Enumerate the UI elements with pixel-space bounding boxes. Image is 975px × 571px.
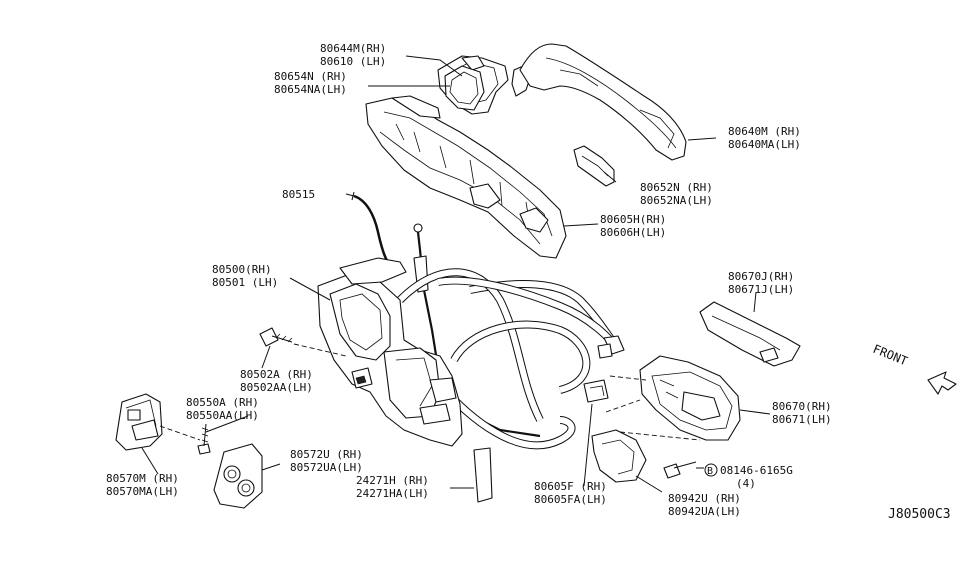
callout-lh: 80640MA(LH) — [728, 138, 801, 151]
cables — [397, 223, 625, 450]
rod-part — [353, 194, 393, 269]
callout-rh: 80572U (RH) — [290, 448, 363, 461]
callout-80550A: 80550A (RH) 80550AA(LH) — [186, 396, 259, 422]
callout-lh: 80610 (LH) — [320, 55, 386, 68]
callout-lh: 80550AA(LH) — [186, 409, 259, 422]
callout-80942U: 80942U (RH) 80942UA(LH) — [668, 492, 741, 518]
callout-24271H: 24271H (RH) 24271HA(LH) — [356, 474, 429, 500]
callout-80640M: 80640M (RH) 80640MA(LH) — [728, 125, 801, 151]
bolt-part — [259, 327, 293, 347]
screw-part — [197, 423, 211, 455]
callout-80652N: 80652N (RH) 80652NA(LH) — [640, 181, 713, 207]
callout-80502A: 80502A (RH) 80502AA(LH) — [240, 368, 313, 394]
callout-part-no: 80515 — [282, 188, 315, 201]
bolt-08146-part — [663, 461, 697, 479]
callout-marker: B — [707, 466, 713, 477]
callout-lh: 80605FA(LH) — [534, 493, 607, 506]
callout-rh: 80654N (RH) — [274, 70, 347, 83]
callout-rh: 80670(RH) — [772, 400, 832, 413]
handle-gasket-part — [444, 65, 485, 111]
callout-80605H: 80605H(RH) 80606H(LH) — [600, 213, 666, 239]
inside-handle-part — [639, 355, 741, 441]
callout-lh: 80654NA(LH) — [274, 83, 347, 96]
callout-80654N: 80654N (RH) 80654NA(LH) — [274, 70, 347, 96]
striker-cover-part — [213, 443, 263, 509]
callout-80644M: 80644M(RH) 80610 (LH) — [320, 42, 386, 68]
callout-rh: 80942U (RH) — [668, 492, 741, 505]
bolt-marker-circle — [704, 463, 718, 477]
handle-bracket-part — [573, 145, 615, 187]
callout-rh: 80500(RH) — [212, 263, 272, 276]
label-sheet-part — [473, 447, 493, 503]
striker-part — [115, 393, 163, 451]
callout-80605F: 80605F (RH) 80605FA(LH) — [534, 480, 607, 506]
callout-lh: 80502AA(LH) — [240, 381, 313, 394]
callout-lh: 80572UA(LH) — [290, 461, 363, 474]
callout-rh: 80570M (RH) — [106, 472, 179, 485]
inside-handle-trim-part — [699, 301, 801, 367]
callout-80670: 80670(RH) 80671(LH) — [772, 400, 832, 426]
callout-lh: 80570MA(LH) — [106, 485, 179, 498]
callout-rh: 80644M(RH) — [320, 42, 386, 55]
front-label: FRONT — [871, 342, 910, 369]
callout-lh: 80652NA(LH) — [640, 194, 713, 207]
cable-clip-part — [583, 379, 609, 403]
callout-rh: 80502A (RH) — [240, 368, 313, 381]
callout-rh: 80605F (RH) — [534, 480, 607, 493]
diagram-id: J80500C3 — [888, 507, 951, 522]
callout-part-no: 08146-6165G — [720, 464, 793, 477]
callout-80572U: 80572U (RH) 80572UA(LH) — [290, 448, 363, 474]
callout-lh: 80942UA(LH) — [668, 505, 741, 518]
callout-08146-6165G: B 08146-6165G (4) — [704, 463, 793, 490]
callout-rh: 80550A (RH) — [186, 396, 259, 409]
callout-lh: 24271HA(LH) — [356, 487, 429, 500]
callout-lh: 80671J(LH) — [728, 283, 794, 296]
door-lock-actuator-part — [317, 257, 463, 447]
callout-80670J: 80670J(RH) 80671J(LH) — [728, 270, 794, 296]
callout-80515: 80515 — [282, 188, 315, 201]
callout-rh: 24271H (RH) — [356, 474, 429, 487]
handle-frame-part — [365, 95, 567, 259]
callout-lh: 80606H(LH) — [600, 226, 666, 239]
callout-lh: 80671(LH) — [772, 413, 832, 426]
callout-80500: 80500(RH) 80501 (LH) — [212, 263, 278, 289]
callout-lh: 80501 (LH) — [212, 276, 278, 289]
callout-80570M: 80570M (RH) 80570MA(LH) — [106, 472, 179, 498]
handle-bezel-part — [591, 429, 647, 483]
callout-rh: 80605H(RH) — [600, 213, 666, 226]
callout-rh: 80670J(RH) — [728, 270, 794, 283]
callout-qty: (4) — [736, 477, 756, 490]
leader-lines — [141, 55, 771, 493]
front-arrow-icon — [927, 371, 957, 395]
callout-rh: 80652N (RH) — [640, 181, 713, 194]
callout-rh: 80640M (RH) — [728, 125, 801, 138]
outside-handle-part — [519, 43, 687, 161]
